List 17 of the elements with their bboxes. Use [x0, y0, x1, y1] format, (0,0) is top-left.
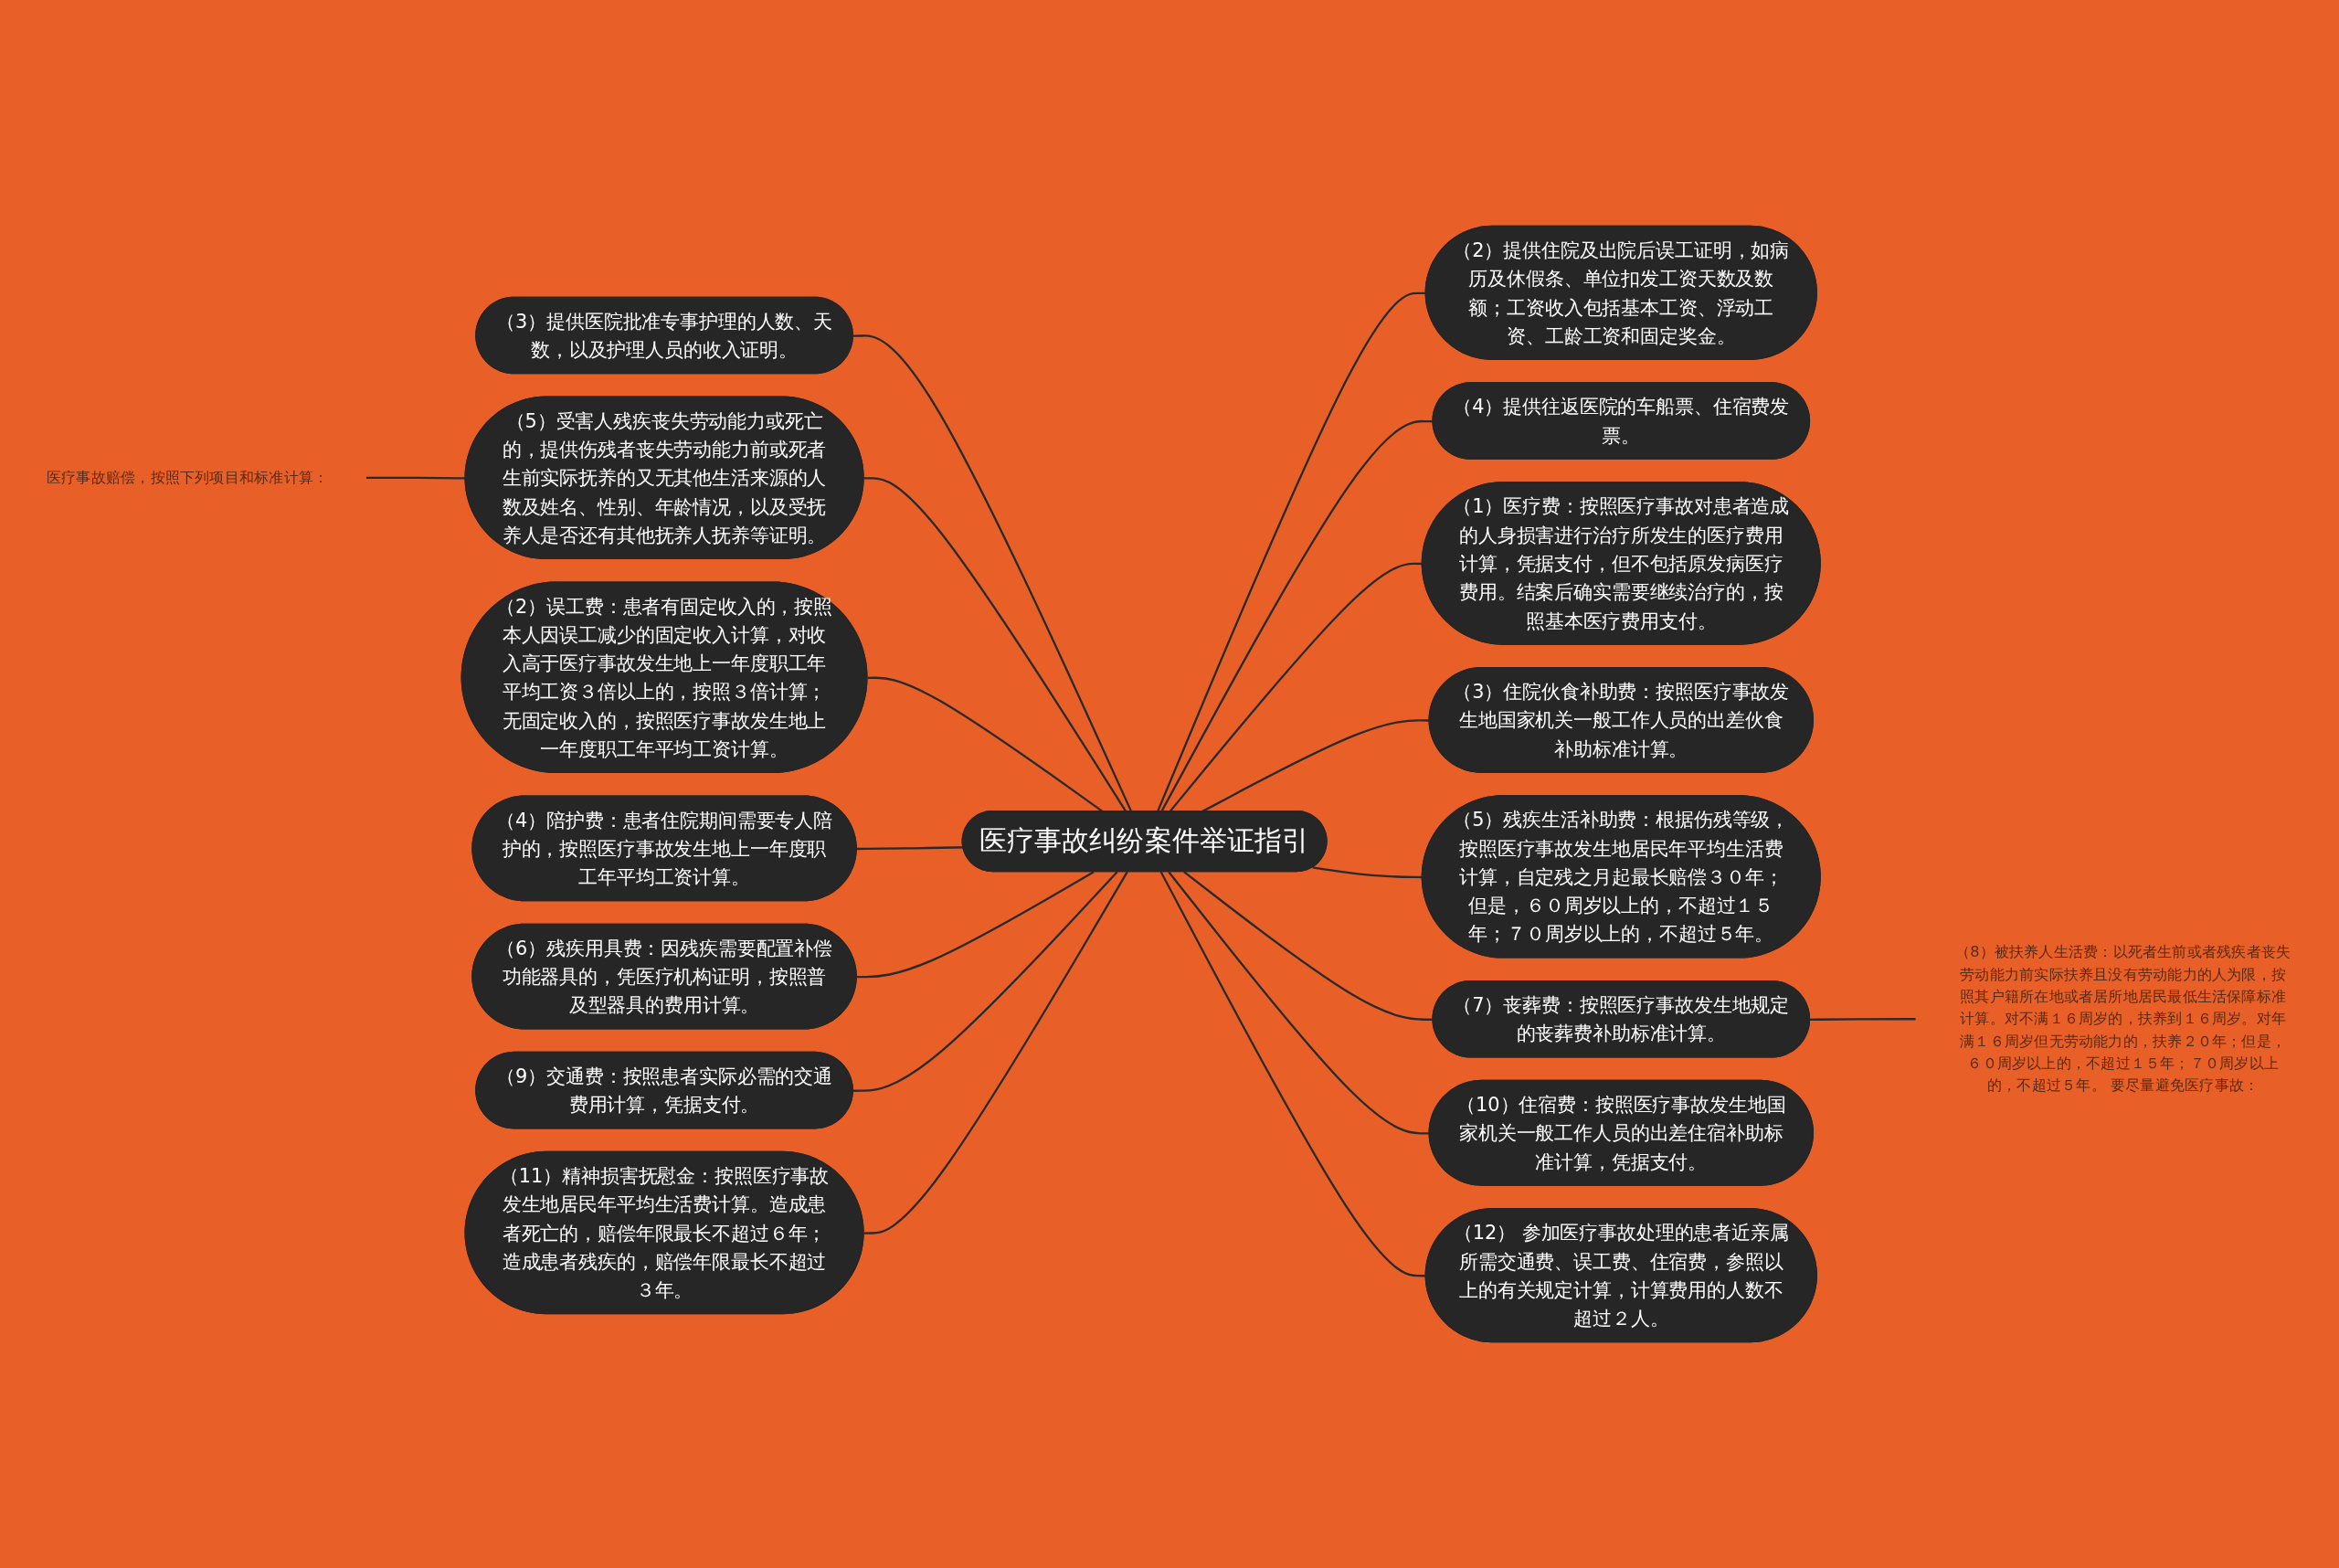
node-text: 医疗事故赔偿，按照下列项目和标准计算： [46, 468, 329, 486]
connector [1810, 1018, 1916, 1021]
connector [863, 871, 1128, 1234]
connector [1159, 871, 1426, 1277]
node-text: （8）被扶养人生活费：以死者生前或者残疾者丧失劳动能力前实际扶养且没有劳动能力的人为限，按照其户籍所在地或者居所地居民最低生活保障标准计算。对不满１６周岁的，扶养到１６周岁。对年满１６周岁但无劳动能力的，扶养２０年；但是，６０周岁以上的，不超过１５年；７０周岁以上的，不超过５年。 要尽量避免医疗事故： [1954, 943, 2291, 1094]
connector [852, 871, 1118, 1092]
connector [365, 476, 466, 480]
connector [1160, 419, 1434, 812]
connector [852, 334, 1133, 812]
connector [1168, 871, 1430, 1135]
connector [1312, 866, 1423, 879]
connector [1169, 562, 1423, 812]
connector [856, 846, 964, 851]
connector [863, 477, 1127, 812]
connector [856, 871, 1095, 979]
connector [1183, 871, 1434, 1021]
connector [1156, 291, 1426, 812]
